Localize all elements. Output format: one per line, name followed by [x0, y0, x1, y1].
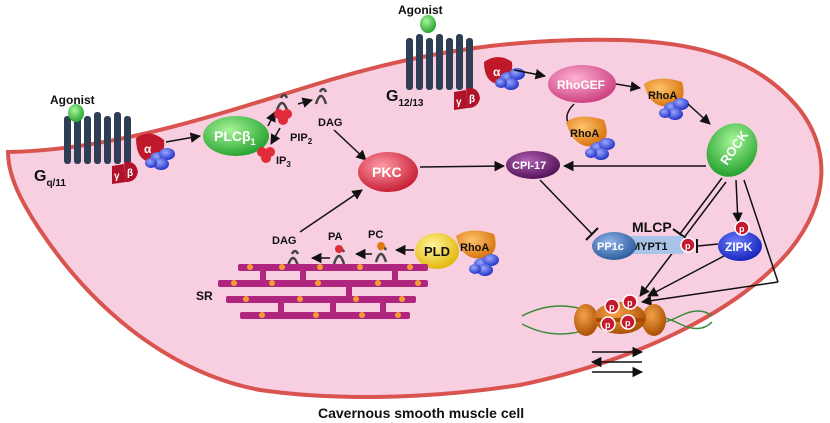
- mlcp-label: MLCP: [632, 219, 672, 235]
- arrow-dag-to-pkc: [333, 129, 367, 161]
- pc-label: PC: [368, 229, 383, 241]
- rhoa-mid-label: RhoA: [570, 128, 599, 140]
- contraction-arrows: [590, 346, 644, 378]
- arrow-plc-to-pip2: [266, 111, 276, 127]
- rock-node: [706, 123, 758, 177]
- mypt1-phospho-label: p: [685, 241, 691, 251]
- dag-top-molecule: [314, 87, 328, 105]
- pkc-label: PKC: [372, 164, 402, 180]
- arrow-dag-sr-to-pkc: [299, 189, 363, 233]
- cpi17-node: [506, 151, 560, 179]
- dag-sr-molecule: [286, 249, 300, 267]
- pa-molecule: [332, 245, 346, 265]
- gq-receptor: Agonist α γ β Gq/11: [34, 93, 175, 189]
- rhoa-top-node: [644, 78, 684, 107]
- g-gamma-label-g12: γ: [456, 97, 462, 108]
- zipk-label: ZIPK: [725, 240, 753, 254]
- rhogef-node: [548, 65, 616, 103]
- arrow-galpha-to-plc: [165, 132, 202, 143]
- g-gamma-label-gq: γ: [114, 171, 120, 182]
- agonist-label-g12: Agonist: [398, 3, 443, 17]
- inhibit-zipk-to-mlcp: [697, 243, 719, 247]
- agonist-ligand-gq: [68, 104, 84, 122]
- rhoa-top-label: RhoA: [648, 90, 677, 102]
- pp1c-node: [592, 232, 636, 260]
- agonist-ligand-g12: [420, 15, 436, 33]
- g-beta-label-g12: β: [469, 94, 475, 105]
- rhoa-pld-label: RhoA: [460, 242, 489, 254]
- g-beta-gq: [124, 161, 138, 182]
- pip2-molecule: [274, 93, 292, 125]
- dag-sr-label: DAG: [272, 235, 296, 247]
- mlc-phospho-label-1: p: [609, 302, 615, 312]
- ip3-molecule: [257, 147, 275, 163]
- g-alpha-label-g12: α: [493, 65, 501, 79]
- pkc-node: [358, 152, 418, 192]
- sr-calcium-dots: [231, 264, 421, 318]
- pld-node: [415, 233, 459, 269]
- arrow-pkc-to-cpi17: [419, 160, 506, 172]
- arrow-zipk-to-myosin: [647, 255, 725, 297]
- pp1c-label: PP1c: [597, 241, 624, 253]
- sr-label: SR: [196, 289, 213, 303]
- receptor-helices-g12: [406, 34, 473, 90]
- inhibit-bar-cpi17: [585, 227, 599, 241]
- ip3-label: IP3: [276, 155, 291, 169]
- mlc-phospho-label-4: p: [625, 318, 631, 328]
- pip2-label: PIP2: [290, 132, 313, 146]
- myosin-complex: [574, 302, 666, 336]
- pld-label: PLD: [424, 244, 450, 259]
- plc-beta1-node: [203, 116, 269, 156]
- pc-molecule: [374, 242, 388, 263]
- g12-label: G12/13: [386, 88, 424, 109]
- mypt1-label: MYPT1: [631, 241, 668, 253]
- arrow-rhoa-to-rock: [687, 103, 711, 125]
- rhogef-label: RhoGEF: [557, 78, 605, 92]
- arrow-galpha-to-rhogef: [513, 69, 547, 80]
- rhoa-mid-node: [566, 116, 607, 147]
- mlc-phospho-label-3: p: [605, 320, 611, 330]
- receptor-helices-gq: [64, 112, 131, 164]
- gq-label: Gq/11: [34, 168, 66, 189]
- g-gamma-gq: [112, 164, 126, 184]
- inhibit-rock-to-mlcp: [679, 177, 723, 235]
- zipk-phospho-label: p: [739, 224, 745, 234]
- arrow-rock-to-myosin-c: [640, 281, 779, 306]
- g-beta-g12: [466, 87, 480, 108]
- zipk-node: [718, 231, 762, 261]
- arrow-pip2-to-dag: [297, 97, 314, 108]
- arrow-rock-to-zipk: [732, 179, 743, 224]
- pa-label: PA: [328, 231, 343, 243]
- mlc-phospho-label-2: p: [627, 298, 633, 308]
- cpi17-label: CPI-17: [512, 160, 546, 172]
- g-gamma-g12: [454, 90, 468, 110]
- rhoa-pld-node: [456, 230, 496, 259]
- inhibit-cpi17-to-mlcp: [539, 179, 593, 235]
- g12-receptor: Agonist α γ β G12/13: [386, 3, 525, 110]
- agonist-label-gq: Agonist: [50, 93, 95, 107]
- arrow-pip2-to-ip3: [270, 127, 281, 145]
- g-alpha-label-gq: α: [144, 142, 152, 156]
- arrow-rhogef-to-rhoa: [615, 81, 642, 92]
- dag-top-label: DAG: [318, 117, 342, 129]
- figure-caption: Cavernous smooth muscle cell: [318, 405, 524, 421]
- g-beta-label-gq: β: [127, 168, 133, 179]
- arrow-rock-to-myosin-b: [743, 179, 779, 283]
- plc-beta1-label: PLCβ1: [214, 128, 256, 147]
- mypt1-node: [628, 236, 684, 254]
